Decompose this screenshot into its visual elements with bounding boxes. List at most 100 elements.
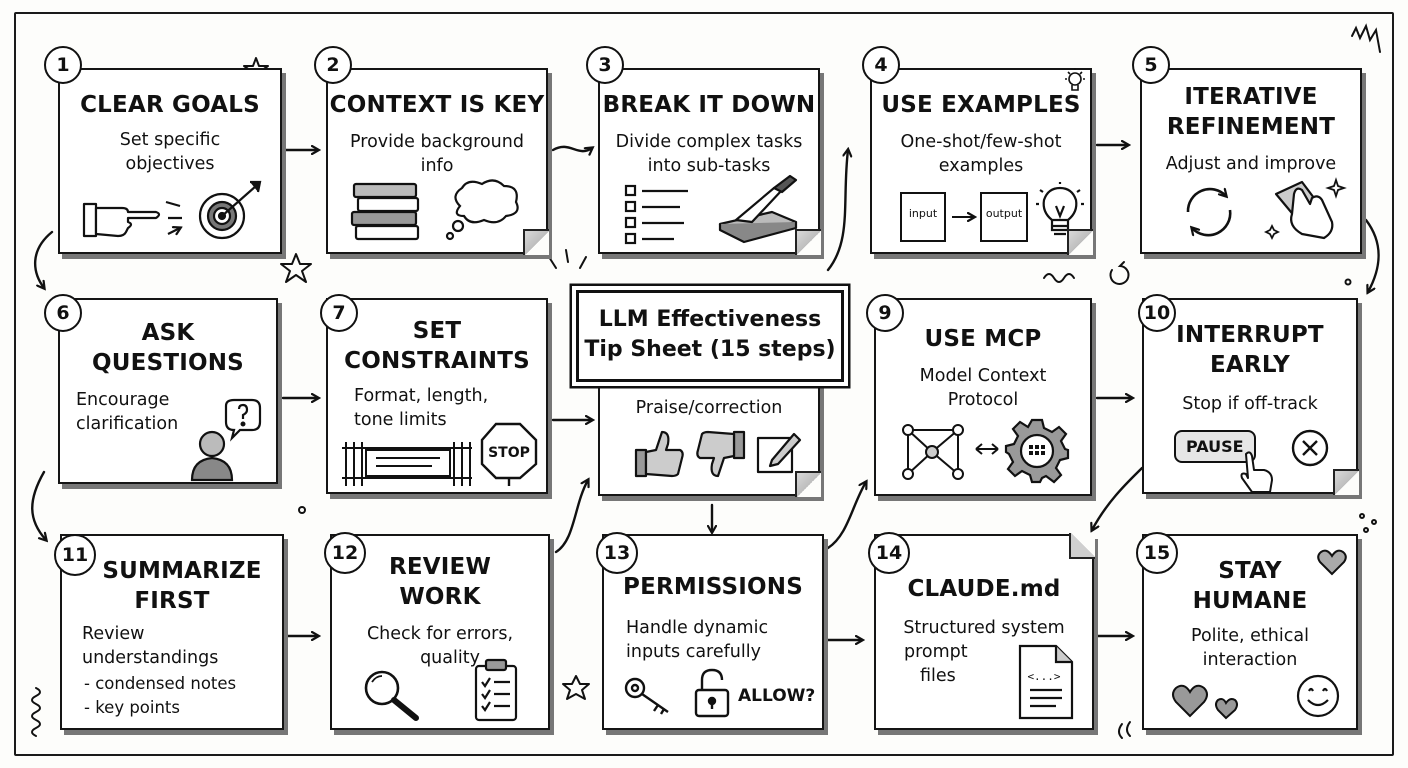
step-text-line: interaction [1202,650,1298,670]
step-number-badge: 15 [1136,532,1178,574]
step-text-line: Stop if off-track [1182,394,1318,414]
step-card-3: BREAK IT DOWN Divide complex tasks into … [598,68,821,255]
step-title: STAY [1218,558,1282,584]
outer-frame [14,12,1394,756]
step-card-15: STAY HUMANE Polite, ethical interaction [1142,534,1358,730]
step-card-5: ITERATIVE REFINEMENT Adjust and improve [1140,68,1362,254]
step-text-line: Adjust and improve [1165,154,1337,174]
step-title: QUESTIONS [92,350,244,376]
output-example-doc: output [980,192,1028,242]
step-title: REFINEMENT [1166,114,1336,140]
knife-icon [718,174,798,244]
smiley-icon [1296,674,1340,718]
step-title: BREAK IT DOWN [602,92,816,118]
step-text-line: Provide background [350,132,524,152]
document-icon: <...> [1018,644,1074,720]
arrow-right-icon [952,210,980,224]
hearts-icon [1172,684,1238,720]
step-card-8: Praise/correction [598,382,821,497]
thought-cloud-icon [445,179,519,241]
step-title: CONSTRAINTS [344,348,530,374]
step-number-badge: 13 [596,532,638,574]
step-text-line: Check for errors, [366,624,514,644]
step-text-line: Handle dynamic [626,618,769,638]
thumbs-down-icon [696,430,746,478]
cancel-icon [1291,429,1329,467]
pause-button[interactable]: PAUSE [1174,430,1256,463]
step-number-badge: 2 [314,46,352,84]
step-text-line: Protocol [947,390,1019,410]
step-text-line: clarification [76,414,179,434]
small-lightbulb-icon [1065,68,1085,91]
step-text-line: quality [420,648,480,668]
step-card-14: CLAUDE.md Structured system prompt files… [874,533,1095,730]
bidirectional-arrow-icon [975,443,999,455]
step-text-line: Structured system [903,618,1065,638]
network-icon [902,424,964,480]
step-text-line: objectives [125,154,215,174]
hub-title-line: LLM Effectiveness [598,307,822,332]
step-card-6: ASK QUESTIONS Encourage clarification [58,298,278,484]
step-title: HUMANE [1192,588,1308,614]
step-number-badge: 9 [866,294,904,332]
allow-prompt-label: ALLOW? [738,686,816,706]
step-number-badge: 10 [1138,294,1176,332]
page-fold [795,229,821,255]
pointing-hand-icon [82,202,161,238]
floating-heart-icon [1317,549,1347,576]
key-icon [624,677,669,715]
step-card-1: CLEAR GOALS Set specific objectives [58,68,282,254]
step-number-badge: 11 [54,534,96,576]
step-title: USE MCP [924,326,1042,352]
step-number-badge: 5 [1132,46,1170,84]
step-card-11: SUMMARIZE FIRST Review understandings - … [60,534,284,730]
lightbulb-icon [1036,182,1084,236]
step-title: EARLY [1210,352,1290,378]
step-card-4: USE EXAMPLES One-shot/few-shot examples … [870,68,1093,255]
refresh-icon [1186,182,1232,237]
step-title: PERMISSIONS [623,574,803,600]
step-text-line: Format, length, [354,386,489,406]
page-fold [1067,229,1093,255]
books-icon [350,182,420,241]
page-fold [523,229,549,255]
step-number-badge: 7 [320,294,358,332]
clipboard-icon [474,658,518,722]
hub-title-line: Tip Sheet (15 steps) [584,337,836,362]
step-text-line: Model Context [919,366,1047,386]
checklist-icon [624,184,688,245]
step-title: CONTEXT IS KEY [329,92,545,118]
tip-sheet-title: LLM Effectiveness Tip Sheet (15 steps) [576,290,844,382]
magnifier-icon [364,670,419,721]
stop-sign-icon: STOP [480,422,538,486]
output-label: output [985,207,1023,220]
step-title: SET [412,318,462,344]
step-title: USE EXAMPLES [881,92,1081,118]
step-text-line: - key points [84,698,181,717]
step-text-line: Praise/correction [635,398,783,418]
step-number-badge: 14 [868,532,910,574]
code-tag-label: <...> [1027,670,1060,683]
step-title: ITERATIVE [1184,84,1318,110]
step-text-line: prompt [904,642,968,662]
step-title: ASK [141,320,195,346]
step-title: SUMMARIZE [102,558,262,584]
step-number-badge: 12 [324,532,366,574]
step-card-7: SET CONSTRAINTS Format, length, tone lim… [326,298,548,494]
step-title: INTERRUPT [1176,322,1324,348]
step-text-line: One-shot/few-shot [900,132,1062,152]
page-fold [795,471,821,497]
step-number-badge: 1 [44,46,82,84]
target-icon [165,180,262,240]
step-text-line: Encourage [76,390,170,410]
page-fold [1333,469,1359,495]
step-title: CLAUDE.md [907,576,1061,602]
step-text-line: Divide complex tasks [615,132,803,152]
pointer-hand-icon [1240,451,1273,493]
step-text-line: info [420,156,454,176]
step-text-line: understandings [82,648,219,668]
person-question-icon [190,398,262,482]
step-text-line: into sub-tasks [647,156,771,176]
padlock-icon [694,668,730,718]
